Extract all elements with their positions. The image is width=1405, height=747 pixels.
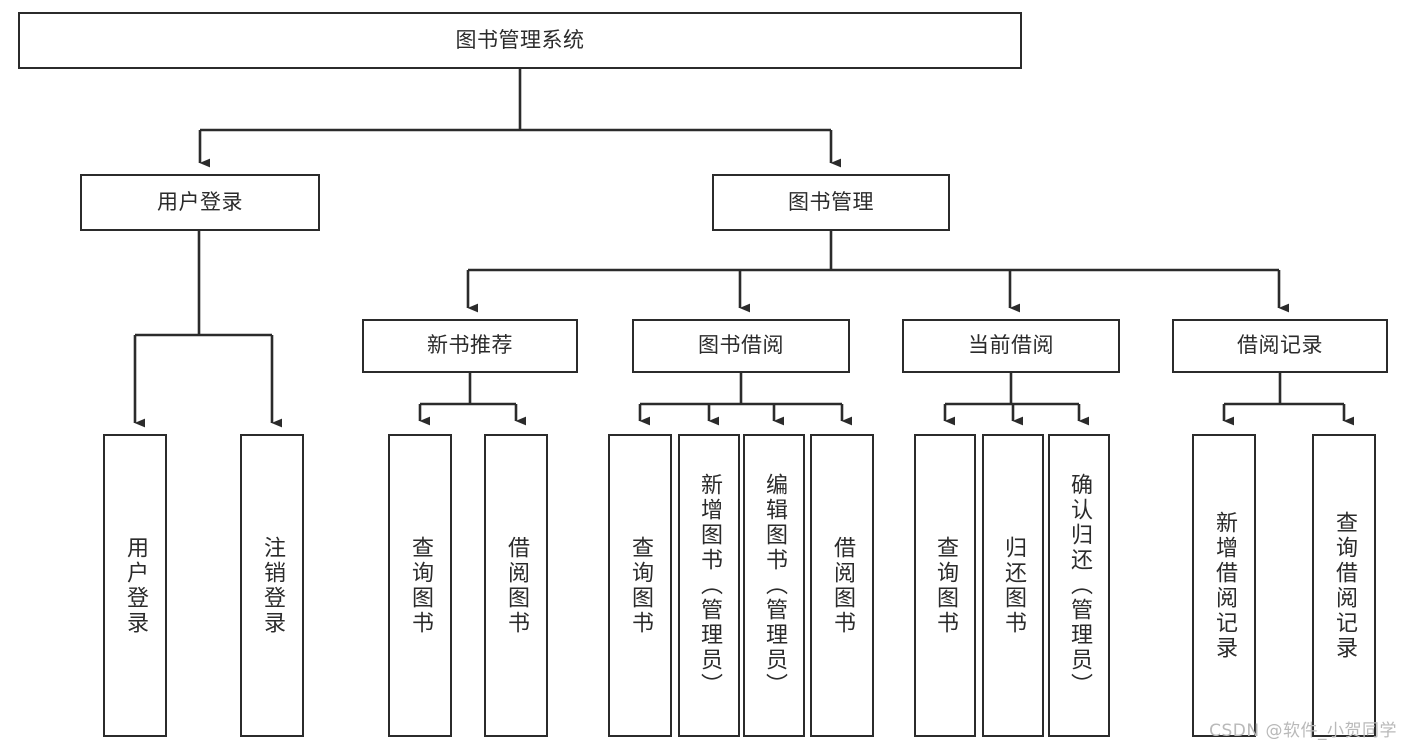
node-leaf-query-book-2[interactable]: 查询图书 [608, 434, 672, 737]
node-leaf-confirm-return[interactable]: 确认归还（管理员） [1048, 434, 1110, 737]
node-leaf-borrow-book-1-label: 借阅图书 [504, 535, 529, 636]
node-user-login-label: 用户登录 [157, 189, 243, 214]
node-borrow-record[interactable]: 借阅记录 [1172, 319, 1388, 373]
node-leaf-add-book-label: 新增图书（管理员） [697, 473, 722, 698]
node-leaf-query-record-label: 查询借阅记录 [1332, 510, 1357, 661]
node-leaf-query-book-1[interactable]: 查询图书 [388, 434, 452, 737]
node-book-manage-label: 图书管理 [788, 189, 874, 214]
node-leaf-edit-book[interactable]: 编辑图书（管理员） [743, 434, 805, 737]
node-leaf-confirm-return-label: 确认归还（管理员） [1067, 473, 1092, 698]
node-leaf-query-book-2-label: 查询图书 [628, 535, 653, 636]
node-leaf-borrow-book-2[interactable]: 借阅图书 [810, 434, 874, 737]
node-leaf-query-book-3[interactable]: 查询图书 [914, 434, 976, 737]
node-leaf-add-record-label: 新增借阅记录 [1212, 510, 1237, 661]
node-leaf-query-record[interactable]: 查询借阅记录 [1312, 434, 1376, 737]
node-leaf-edit-book-label: 编辑图书（管理员） [762, 473, 787, 698]
node-leaf-return-book-label: 归还图书 [1001, 535, 1026, 636]
node-leaf-query-book-1-label: 查询图书 [408, 535, 433, 636]
node-borrow-record-label: 借阅记录 [1237, 333, 1323, 358]
node-leaf-borrow-book-1[interactable]: 借阅图书 [484, 434, 548, 737]
node-new-book-recommend[interactable]: 新书推荐 [362, 319, 578, 373]
node-leaf-user-logout[interactable]: 注销登录 [240, 434, 304, 737]
node-book-manage[interactable]: 图书管理 [712, 174, 950, 231]
node-current-borrow-label: 当前借阅 [968, 333, 1054, 358]
node-leaf-return-book[interactable]: 归还图书 [982, 434, 1044, 737]
node-leaf-user-login[interactable]: 用户登录 [103, 434, 167, 737]
node-leaf-query-book-3-label: 查询图书 [933, 535, 958, 636]
node-current-borrow[interactable]: 当前借阅 [902, 319, 1120, 373]
node-leaf-borrow-book-2-label: 借阅图书 [830, 535, 855, 636]
node-new-book-recommend-label: 新书推荐 [427, 333, 513, 358]
node-user-login[interactable]: 用户登录 [80, 174, 320, 231]
node-leaf-user-login-label: 用户登录 [123, 535, 148, 636]
node-root-label: 图书管理系统 [455, 27, 585, 52]
node-book-borrow[interactable]: 图书借阅 [632, 319, 850, 373]
node-leaf-user-logout-label: 注销登录 [260, 535, 285, 636]
node-leaf-add-book[interactable]: 新增图书（管理员） [678, 434, 740, 737]
node-root[interactable]: 图书管理系统 [18, 12, 1022, 69]
node-leaf-add-record[interactable]: 新增借阅记录 [1192, 434, 1256, 737]
node-book-borrow-label: 图书借阅 [698, 333, 784, 358]
